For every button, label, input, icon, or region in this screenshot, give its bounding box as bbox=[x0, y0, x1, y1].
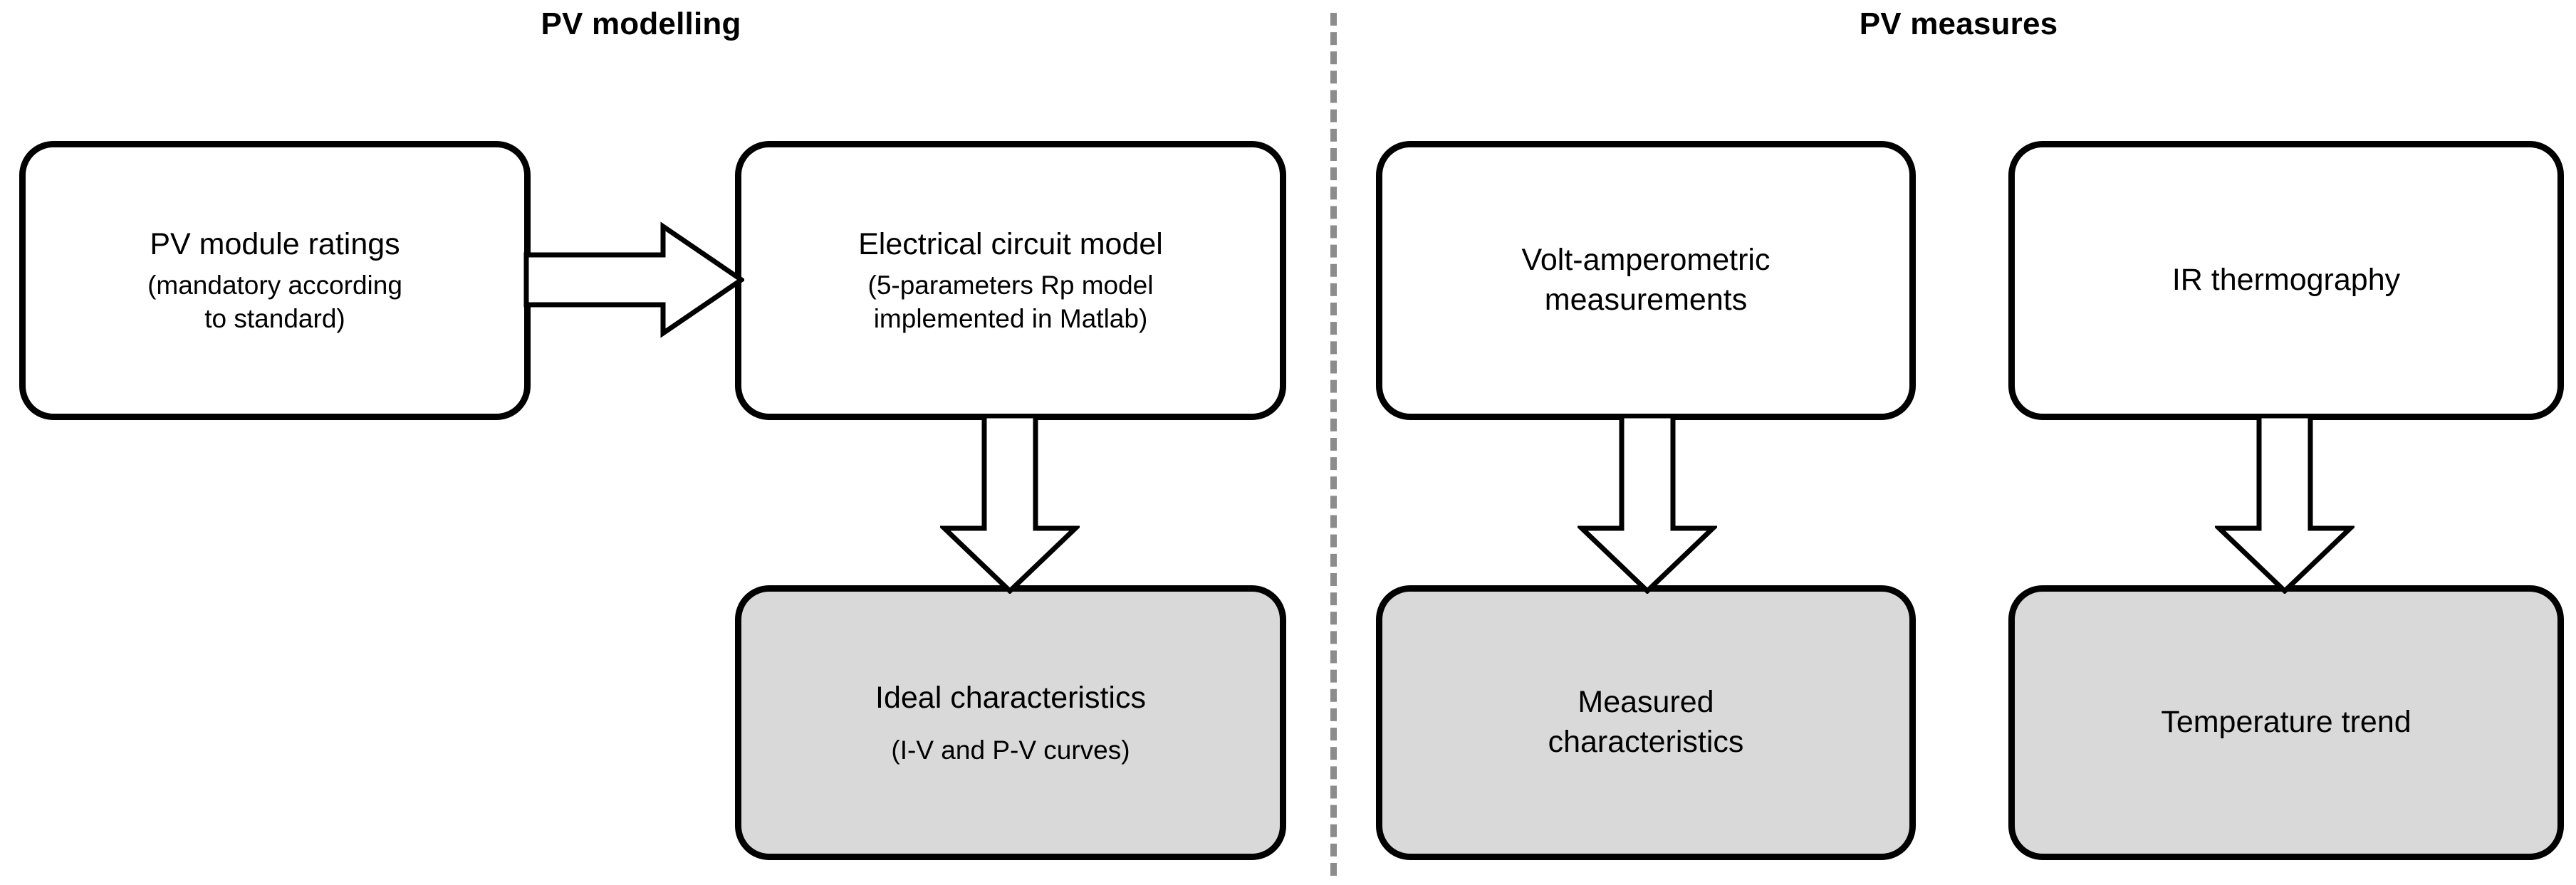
node-electrical-circuit-model-subtitle: (5-parameters Rp model implemented in Ma… bbox=[867, 271, 1154, 333]
node-volt-amperometric-measurements[interactable]: Volt-amperometric measurements bbox=[1376, 141, 1916, 420]
node-pv-module-ratings-subtitle: (mandatory according to standard) bbox=[147, 271, 402, 333]
node-ir-thermography[interactable]: IR thermography bbox=[2008, 141, 2564, 420]
arrow-right-icon-ratings-to-circuit bbox=[523, 221, 744, 339]
node-electrical-circuit-model[interactable]: Electrical circuit model (5-parameters R… bbox=[735, 141, 1286, 420]
node-measured-characteristics[interactable]: Measured characteristics bbox=[1376, 585, 1916, 860]
node-ideal-characteristics[interactable]: Ideal characteristics (I-V and P-V curve… bbox=[735, 585, 1286, 860]
section-title-pv-measures: PV measures bbox=[1859, 6, 2058, 41]
node-ir-thermography-title: IR thermography bbox=[2171, 263, 2401, 298]
arrow-down-icon-voltamp-to-measured bbox=[1578, 414, 1717, 594]
arrow-down-icon-ir-to-temperature bbox=[2215, 414, 2355, 594]
node-temperature-trend[interactable]: Temperature trend bbox=[2008, 585, 2564, 860]
node-pv-module-ratings-title: PV module ratings bbox=[150, 227, 400, 262]
arrow-down-icon-circuit-to-ideal bbox=[940, 414, 1080, 594]
node-temperature-trend-title: Temperature trend bbox=[2161, 705, 2411, 740]
node-volt-amperometric-measurements-title: Volt-amperometric measurements bbox=[1521, 243, 1771, 317]
section-divider-dashed-line bbox=[1330, 13, 1337, 876]
node-ideal-characteristics-subtitle: (I-V and P-V curves) bbox=[891, 735, 1130, 765]
node-pv-module-ratings[interactable]: PV module ratings (mandatory according t… bbox=[19, 141, 531, 420]
node-ideal-characteristics-title: Ideal characteristics bbox=[875, 680, 1146, 715]
node-electrical-circuit-model-title: Electrical circuit model bbox=[858, 227, 1163, 262]
node-measured-characteristics-title: Measured characteristics bbox=[1548, 685, 1744, 759]
section-title-pv-modelling: PV modelling bbox=[541, 6, 741, 41]
